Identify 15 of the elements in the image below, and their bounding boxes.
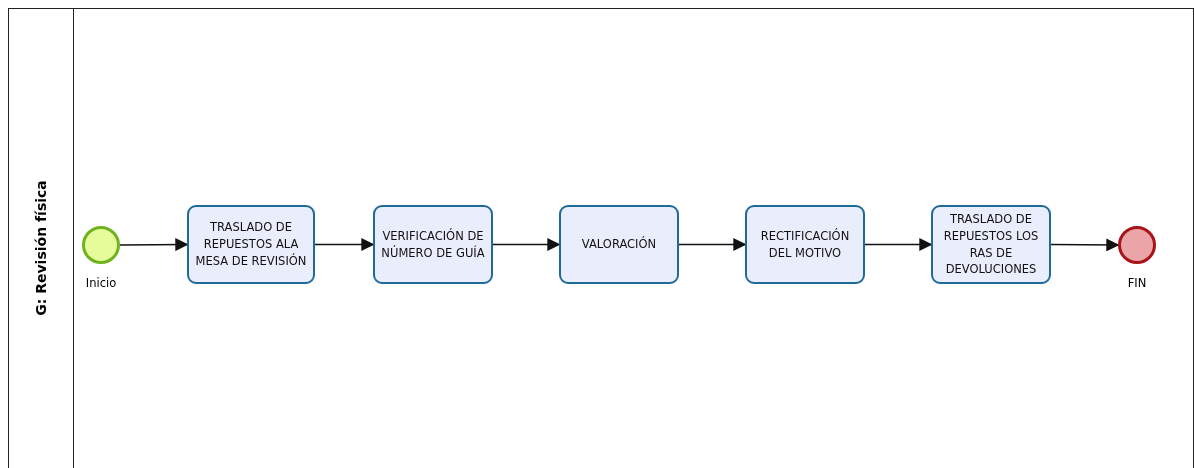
arrow <box>119 238 189 252</box>
event-label: Inicio <box>85 276 117 290</box>
task-box: VALORACIÓN <box>559 205 679 284</box>
task-box: VERIFICACIÓN DE NÚMERO DE GUÍA <box>373 205 493 284</box>
arrow <box>864 238 933 251</box>
arrow <box>314 238 375 251</box>
arrow <box>492 238 561 251</box>
arrow <box>678 238 747 251</box>
task-box: RECTIFICACIÓN DEL MOTIVO <box>745 205 865 284</box>
event-label: FIN <box>1127 276 1147 290</box>
task-box: TRASLADO DE REPUESTOS LOS RAS DE DEVOLUCIONES <box>931 205 1051 284</box>
lane-title: G: Revisión física <box>33 180 49 316</box>
arrow <box>1050 238 1120 252</box>
task-box: TRASLADO DE REPUESTOS ALA MESA DE REVISIÓN <box>187 205 315 284</box>
swimlane <box>8 8 1194 468</box>
